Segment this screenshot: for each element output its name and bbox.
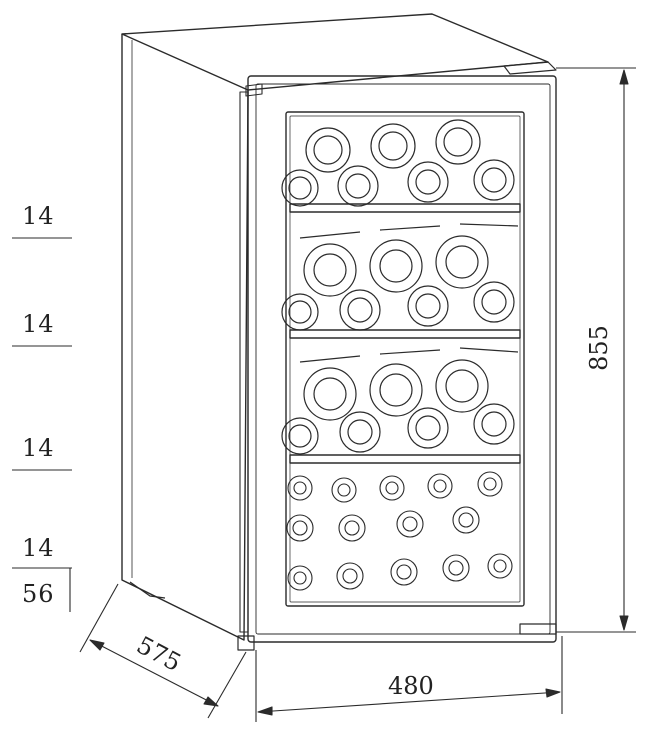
bottles-section-1 <box>281 119 515 207</box>
cabinet-top <box>121 13 549 91</box>
cabinet-side <box>121 34 249 641</box>
shelf-1 <box>289 203 521 213</box>
width-dimension-label: 480 <box>388 672 434 700</box>
width-dimension <box>255 636 563 722</box>
depth-dimension <box>79 583 247 719</box>
height-dimension-label: 855 <box>584 325 613 371</box>
door-frame <box>247 75 557 643</box>
shelf-capacity-label-3: 14 <box>22 434 55 462</box>
shelf-3 <box>289 454 521 464</box>
bottles-section-4 <box>286 471 513 591</box>
shelf-capacity-label-4: 14 <box>22 534 55 562</box>
shelf-capacity-label-2: 14 <box>22 310 55 338</box>
door-handle <box>239 91 249 633</box>
bottles-section-3 <box>281 347 519 455</box>
shelf-2 <box>289 329 521 339</box>
capacity-rules <box>12 237 72 612</box>
shelf-capacity-label-1: 14 <box>22 202 55 230</box>
glass-window <box>285 111 525 607</box>
bottles-section-2 <box>281 223 519 331</box>
total-capacity-label: 56 <box>22 580 55 608</box>
shelves <box>289 203 521 464</box>
height-dimension <box>556 67 636 633</box>
